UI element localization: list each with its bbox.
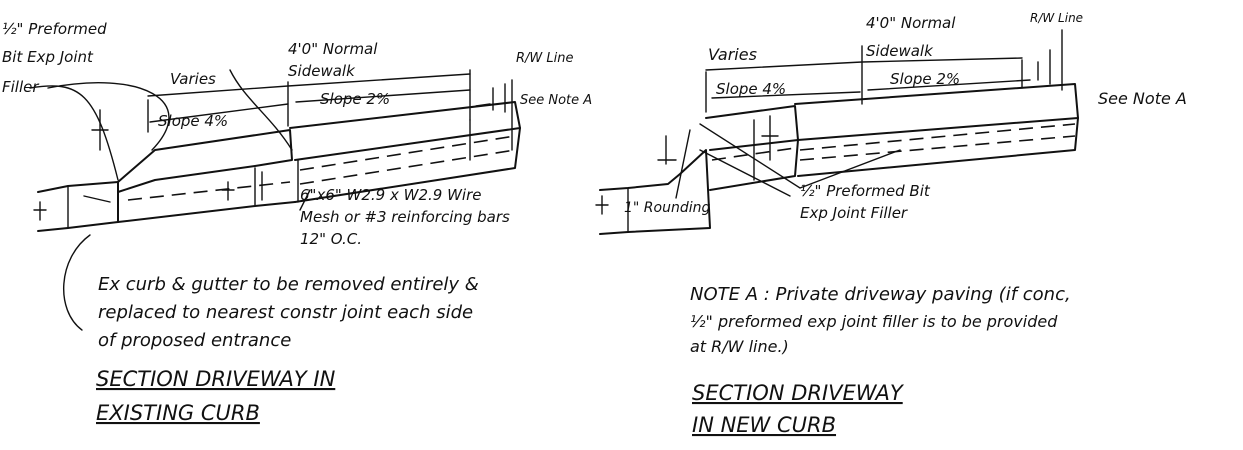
right-slope-sidewalk: Slope 2% bbox=[890, 70, 960, 88]
left-apron-slab bbox=[117, 129, 296, 223]
left-section-title-1: SECTION DRIVEWAY IN bbox=[96, 367, 336, 391]
right-sidewalk-label-1: 4'0" Normal bbox=[866, 14, 956, 32]
right-slope-apron: Slope 4% bbox=[716, 80, 786, 98]
right-filler-leader-2 bbox=[699, 149, 791, 197]
left-curb-note-2: replaced to nearest constr joint each si… bbox=[98, 302, 473, 323]
left-sidewalk-label-1: 4'0" Normal bbox=[288, 40, 378, 58]
left-curb-note-1: Ex curb & gutter to be removed entirely … bbox=[98, 274, 479, 295]
right-dimensions bbox=[705, 29, 1063, 113]
left-dimensions bbox=[91, 69, 513, 151]
right-note-1: NOTE A : Private driveway paving (if con… bbox=[690, 284, 1071, 305]
left-filler-label-1: ½" Preformed bbox=[2, 20, 107, 38]
right-rounding-leader bbox=[675, 129, 691, 199]
left-mesh-leader bbox=[299, 189, 311, 211]
right-section-title-2: IN NEW CURB bbox=[692, 413, 836, 437]
left-section-title-2: EXISTING CURB bbox=[96, 401, 260, 425]
left-filler-leader-2 bbox=[29, 85, 119, 181]
right-filler-leader bbox=[699, 123, 901, 189]
right-note-3: at R/W line.) bbox=[690, 337, 789, 356]
left-mesh-1: 6"x6" W2.9 x W2.9 Wire bbox=[300, 186, 481, 204]
right-note-2: ½" preformed exp joint filler is to be p… bbox=[690, 312, 1058, 331]
left-sidewalk-leader bbox=[229, 69, 293, 151]
right-sidewalk-label-2: Sidewalk bbox=[866, 42, 934, 60]
left-filler-label-3: Filler bbox=[2, 78, 39, 96]
left-slope-apron: Slope 4% bbox=[158, 112, 228, 130]
left-varies-label: Varies bbox=[170, 70, 216, 88]
right-curb-gutter bbox=[595, 135, 711, 235]
left-section: ½" Preformed Bit Exp Joint Filler Varies… bbox=[2, 20, 592, 425]
right-filler-label-1: ½" Preformed Bit bbox=[800, 182, 931, 200]
left-mesh-2: Mesh or #3 reinforcing bars bbox=[300, 208, 510, 226]
left-filler-leader bbox=[47, 82, 170, 151]
left-sidewalk-label-2: Sidewalk bbox=[288, 62, 356, 80]
left-mesh-3: 12" O.C. bbox=[300, 230, 362, 248]
right-filler-label-2: Exp Joint Filler bbox=[800, 204, 908, 222]
left-filler-label-2: Bit Exp Joint bbox=[2, 48, 94, 66]
right-see-note: See Note A bbox=[1098, 89, 1187, 108]
right-rw-line: R/W Line bbox=[1030, 11, 1083, 25]
left-sidewalk-slab bbox=[289, 101, 521, 203]
right-rounding: 1" Rounding bbox=[624, 200, 710, 216]
left-slope-sidewalk: Slope 2% bbox=[320, 90, 390, 108]
left-rw-line: R/W Line bbox=[516, 51, 574, 66]
right-apron-slab bbox=[705, 105, 799, 191]
left-curb-note-leader bbox=[63, 234, 91, 331]
right-varies-label: Varies bbox=[708, 45, 757, 64]
right-section: Varies Slope 4% 4'0" Normal Sidewalk Slo… bbox=[595, 11, 1187, 437]
left-curb-gutter bbox=[33, 181, 119, 232]
right-section-title-1: SECTION DRIVEWAY bbox=[692, 381, 905, 405]
left-curb-note-3: of proposed entrance bbox=[98, 330, 291, 351]
right-sidewalk-slab bbox=[794, 59, 1079, 177]
left-see-note: See Note A bbox=[520, 93, 592, 108]
